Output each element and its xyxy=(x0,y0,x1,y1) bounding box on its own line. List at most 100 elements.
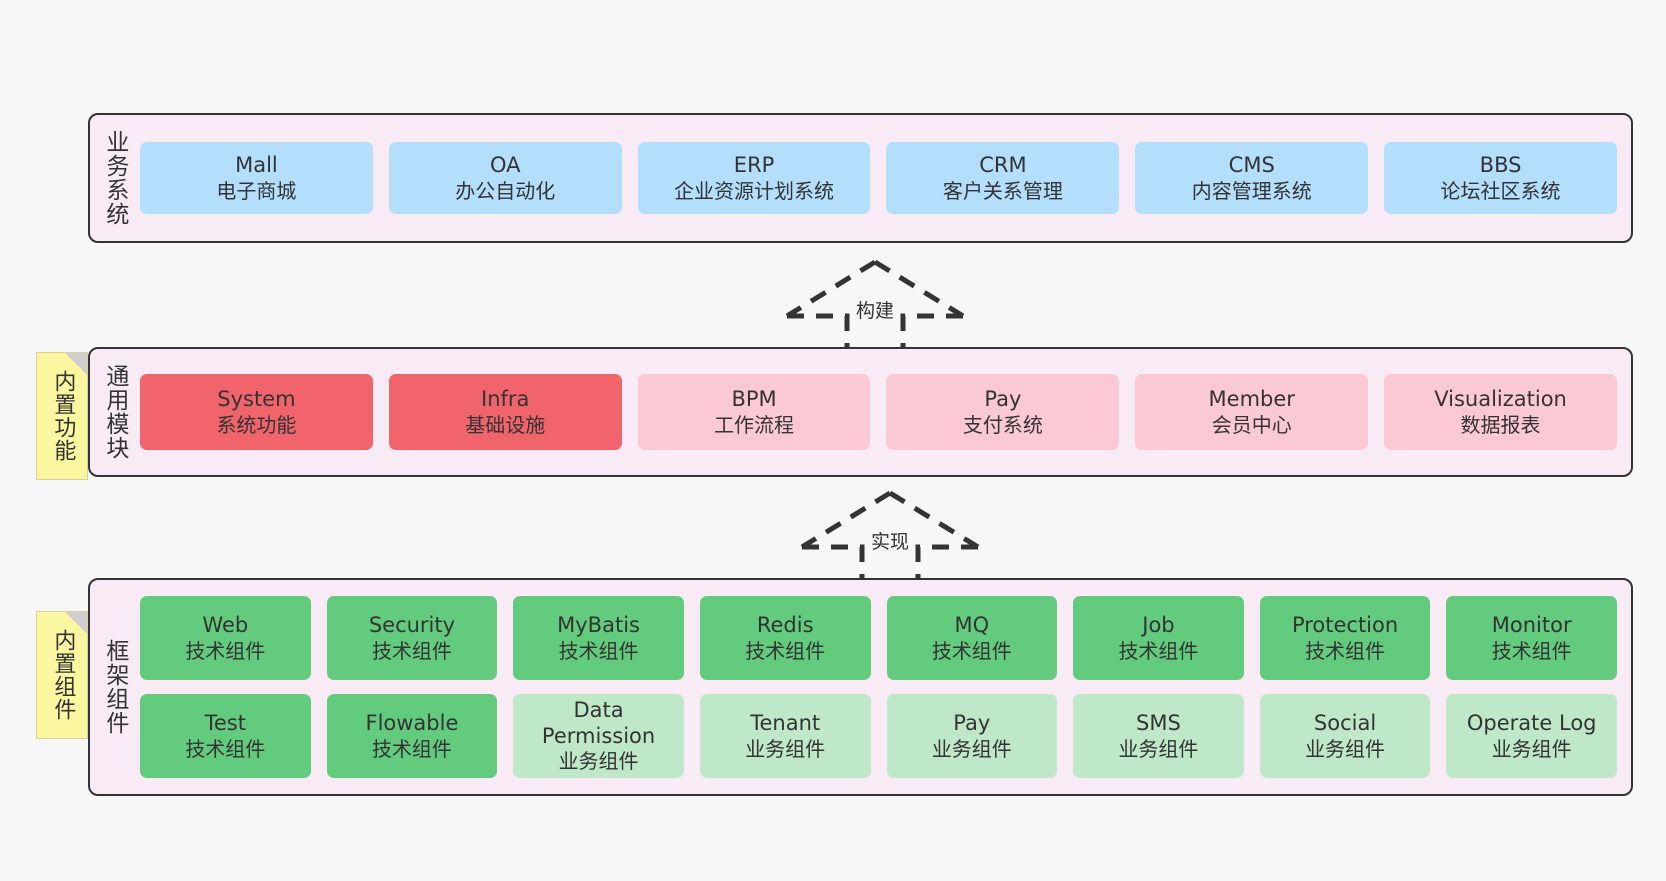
node-social[interactable]: Social 业务组件 xyxy=(1259,694,1431,778)
note-builtin-function-label: 内置功能 xyxy=(50,370,76,462)
node-subtitle: 基础设施 xyxy=(465,412,546,437)
node-subtitle: 技术组件 xyxy=(371,736,452,761)
note-builtin-function[interactable]: 内置功能 xyxy=(36,352,88,480)
node-row: Web 技术组件 Security 技术组件 MyBatis 技术组件 Redi… xyxy=(140,596,1617,680)
node-test[interactable]: Test 技术组件 xyxy=(140,694,311,778)
node-subtitle: 业务组件 xyxy=(1118,736,1199,761)
node-job[interactable]: Job 技术组件 xyxy=(1073,596,1244,680)
node-oa[interactable]: OA 办公自动化 xyxy=(388,142,622,214)
node-title: Job xyxy=(1142,613,1175,637)
node-pay[interactable]: Pay 支付系统 xyxy=(886,374,1120,450)
node-data-permission[interactable]: Data Permission 业务组件 xyxy=(513,694,684,778)
layer-common-module: 通用模块 System 系统功能 Infra 基础设施 BPM 工作流程 Pay… xyxy=(88,347,1633,477)
node-title: BPM xyxy=(731,387,777,411)
node-title: Security xyxy=(368,613,456,637)
node-subtitle: 支付系统 xyxy=(962,412,1043,437)
node-subtitle: 业务组件 xyxy=(931,736,1012,761)
node-subtitle: 技术组件 xyxy=(1118,638,1199,663)
node-row: Test 技术组件 Flowable 技术组件 Data Permission … xyxy=(140,694,1617,778)
node-title: Visualization xyxy=(1434,387,1567,411)
node-subtitle: 企业资源计划系统 xyxy=(674,178,835,203)
node-bpm[interactable]: BPM 工作流程 xyxy=(637,374,871,450)
layer-framework-component: 框架组件 Web 技术组件 Security 技术组件 MyBatis 技术组件… xyxy=(88,578,1633,796)
node-subtitle: 技术组件 xyxy=(1491,638,1572,663)
page-fold-icon xyxy=(65,612,87,634)
node-title: Operate Log xyxy=(1466,711,1597,735)
node-title: ERP xyxy=(733,153,775,177)
layer-title-framework-component: 框架组件 xyxy=(101,639,128,735)
node-protection[interactable]: Protection 技术组件 xyxy=(1259,596,1431,680)
node-cms[interactable]: CMS 内容管理系统 xyxy=(1135,142,1369,214)
node-subtitle: 业务组件 xyxy=(745,736,826,761)
node-title: Member xyxy=(1208,387,1295,411)
node-subtitle: 电子商城 xyxy=(216,178,297,203)
node-subtitle: 技术组件 xyxy=(745,638,826,663)
node-erp[interactable]: ERP 企业资源计划系统 xyxy=(637,142,871,214)
node-crm[interactable]: CRM 客户关系管理 xyxy=(886,142,1120,214)
node-monitor[interactable]: Monitor 技术组件 xyxy=(1446,596,1617,680)
note-builtin-component-label: 内置组件 xyxy=(50,629,76,721)
node-subtitle: 内容管理系统 xyxy=(1191,178,1312,203)
node-title: Protection xyxy=(1291,613,1399,637)
node-title: Pay xyxy=(984,387,1022,411)
layer-title-common-module: 通用模块 xyxy=(101,364,128,460)
page-fold-icon xyxy=(65,353,87,375)
node-title: System xyxy=(217,387,296,411)
node-member[interactable]: Member 会员中心 xyxy=(1135,374,1369,450)
node-title: Redis xyxy=(756,613,814,637)
node-subtitle: 技术组件 xyxy=(1305,638,1386,663)
node-operate-log[interactable]: Operate Log 业务组件 xyxy=(1446,694,1617,778)
node-mall[interactable]: Mall 电子商城 xyxy=(140,142,373,214)
layer-body-common-module: System 系统功能 Infra 基础设施 BPM 工作流程 Pay 支付系统… xyxy=(138,349,1631,475)
node-title: CMS xyxy=(1228,153,1275,177)
node-subtitle: 技术组件 xyxy=(931,638,1012,663)
node-title: Web xyxy=(202,613,249,637)
node-subtitle: 系统功能 xyxy=(216,412,297,437)
node-row: System 系统功能 Infra 基础设施 BPM 工作流程 Pay 支付系统… xyxy=(140,374,1617,450)
layer-business-system: 业务系统 Mall 电子商城 OA 办公自动化 ERP 企业资源计划系统 CRM… xyxy=(88,113,1633,243)
node-flowable[interactable]: Flowable 技术组件 xyxy=(326,694,498,778)
node-subtitle: 技术组件 xyxy=(185,638,266,663)
node-subtitle: 客户关系管理 xyxy=(942,178,1063,203)
node-mybatis[interactable]: MyBatis 技术组件 xyxy=(513,596,684,680)
node-security[interactable]: Security 技术组件 xyxy=(326,596,498,680)
node-title: MQ xyxy=(954,613,990,637)
node-title: Mall xyxy=(235,153,278,177)
node-title: Monitor xyxy=(1491,613,1572,637)
note-builtin-component[interactable]: 内置组件 xyxy=(36,611,88,739)
layer-body-business-system: Mall 电子商城 OA 办公自动化 ERP 企业资源计划系统 CRM 客户关系… xyxy=(138,115,1631,241)
node-title: OA xyxy=(489,153,521,177)
node-subtitle: 业务组件 xyxy=(1305,736,1386,761)
node-pay-business[interactable]: Pay 业务组件 xyxy=(886,694,1058,778)
node-tenant[interactable]: Tenant 业务组件 xyxy=(699,694,871,778)
node-title: Social xyxy=(1313,711,1377,735)
node-subtitle: 办公自动化 xyxy=(455,178,556,203)
node-title: MyBatis xyxy=(557,613,640,637)
layer-title-business-system: 业务系统 xyxy=(101,130,128,226)
node-title: CRM xyxy=(979,153,1027,177)
node-visualization[interactable]: Visualization 数据报表 xyxy=(1384,374,1617,450)
arrow-implement: 实现 xyxy=(800,489,980,589)
node-subtitle: 工作流程 xyxy=(714,412,795,437)
arrow-build: 构建 xyxy=(785,258,965,358)
node-sms[interactable]: SMS 业务组件 xyxy=(1073,694,1244,778)
node-title: Flowable xyxy=(365,711,459,735)
node-web[interactable]: Web 技术组件 xyxy=(140,596,311,680)
node-system[interactable]: System 系统功能 xyxy=(140,374,373,450)
node-subtitle: 技术组件 xyxy=(558,638,639,663)
node-bbs[interactable]: BBS 论坛社区系统 xyxy=(1384,142,1617,214)
node-subtitle: 数据报表 xyxy=(1460,412,1541,437)
node-mq[interactable]: MQ 技术组件 xyxy=(886,596,1058,680)
node-redis[interactable]: Redis 技术组件 xyxy=(699,596,871,680)
node-title: Pay xyxy=(953,711,991,735)
node-title: BBS xyxy=(1479,153,1522,177)
node-title: Test xyxy=(204,711,246,735)
node-subtitle: 业务组件 xyxy=(558,749,639,774)
node-row: Mall 电子商城 OA 办公自动化 ERP 企业资源计划系统 CRM 客户关系… xyxy=(140,142,1617,214)
node-infra[interactable]: Infra 基础设施 xyxy=(388,374,622,450)
node-title: Data Permission xyxy=(541,698,656,748)
node-title: SMS xyxy=(1136,711,1181,735)
node-subtitle: 技术组件 xyxy=(185,736,266,761)
node-title: Tenant xyxy=(750,711,821,735)
